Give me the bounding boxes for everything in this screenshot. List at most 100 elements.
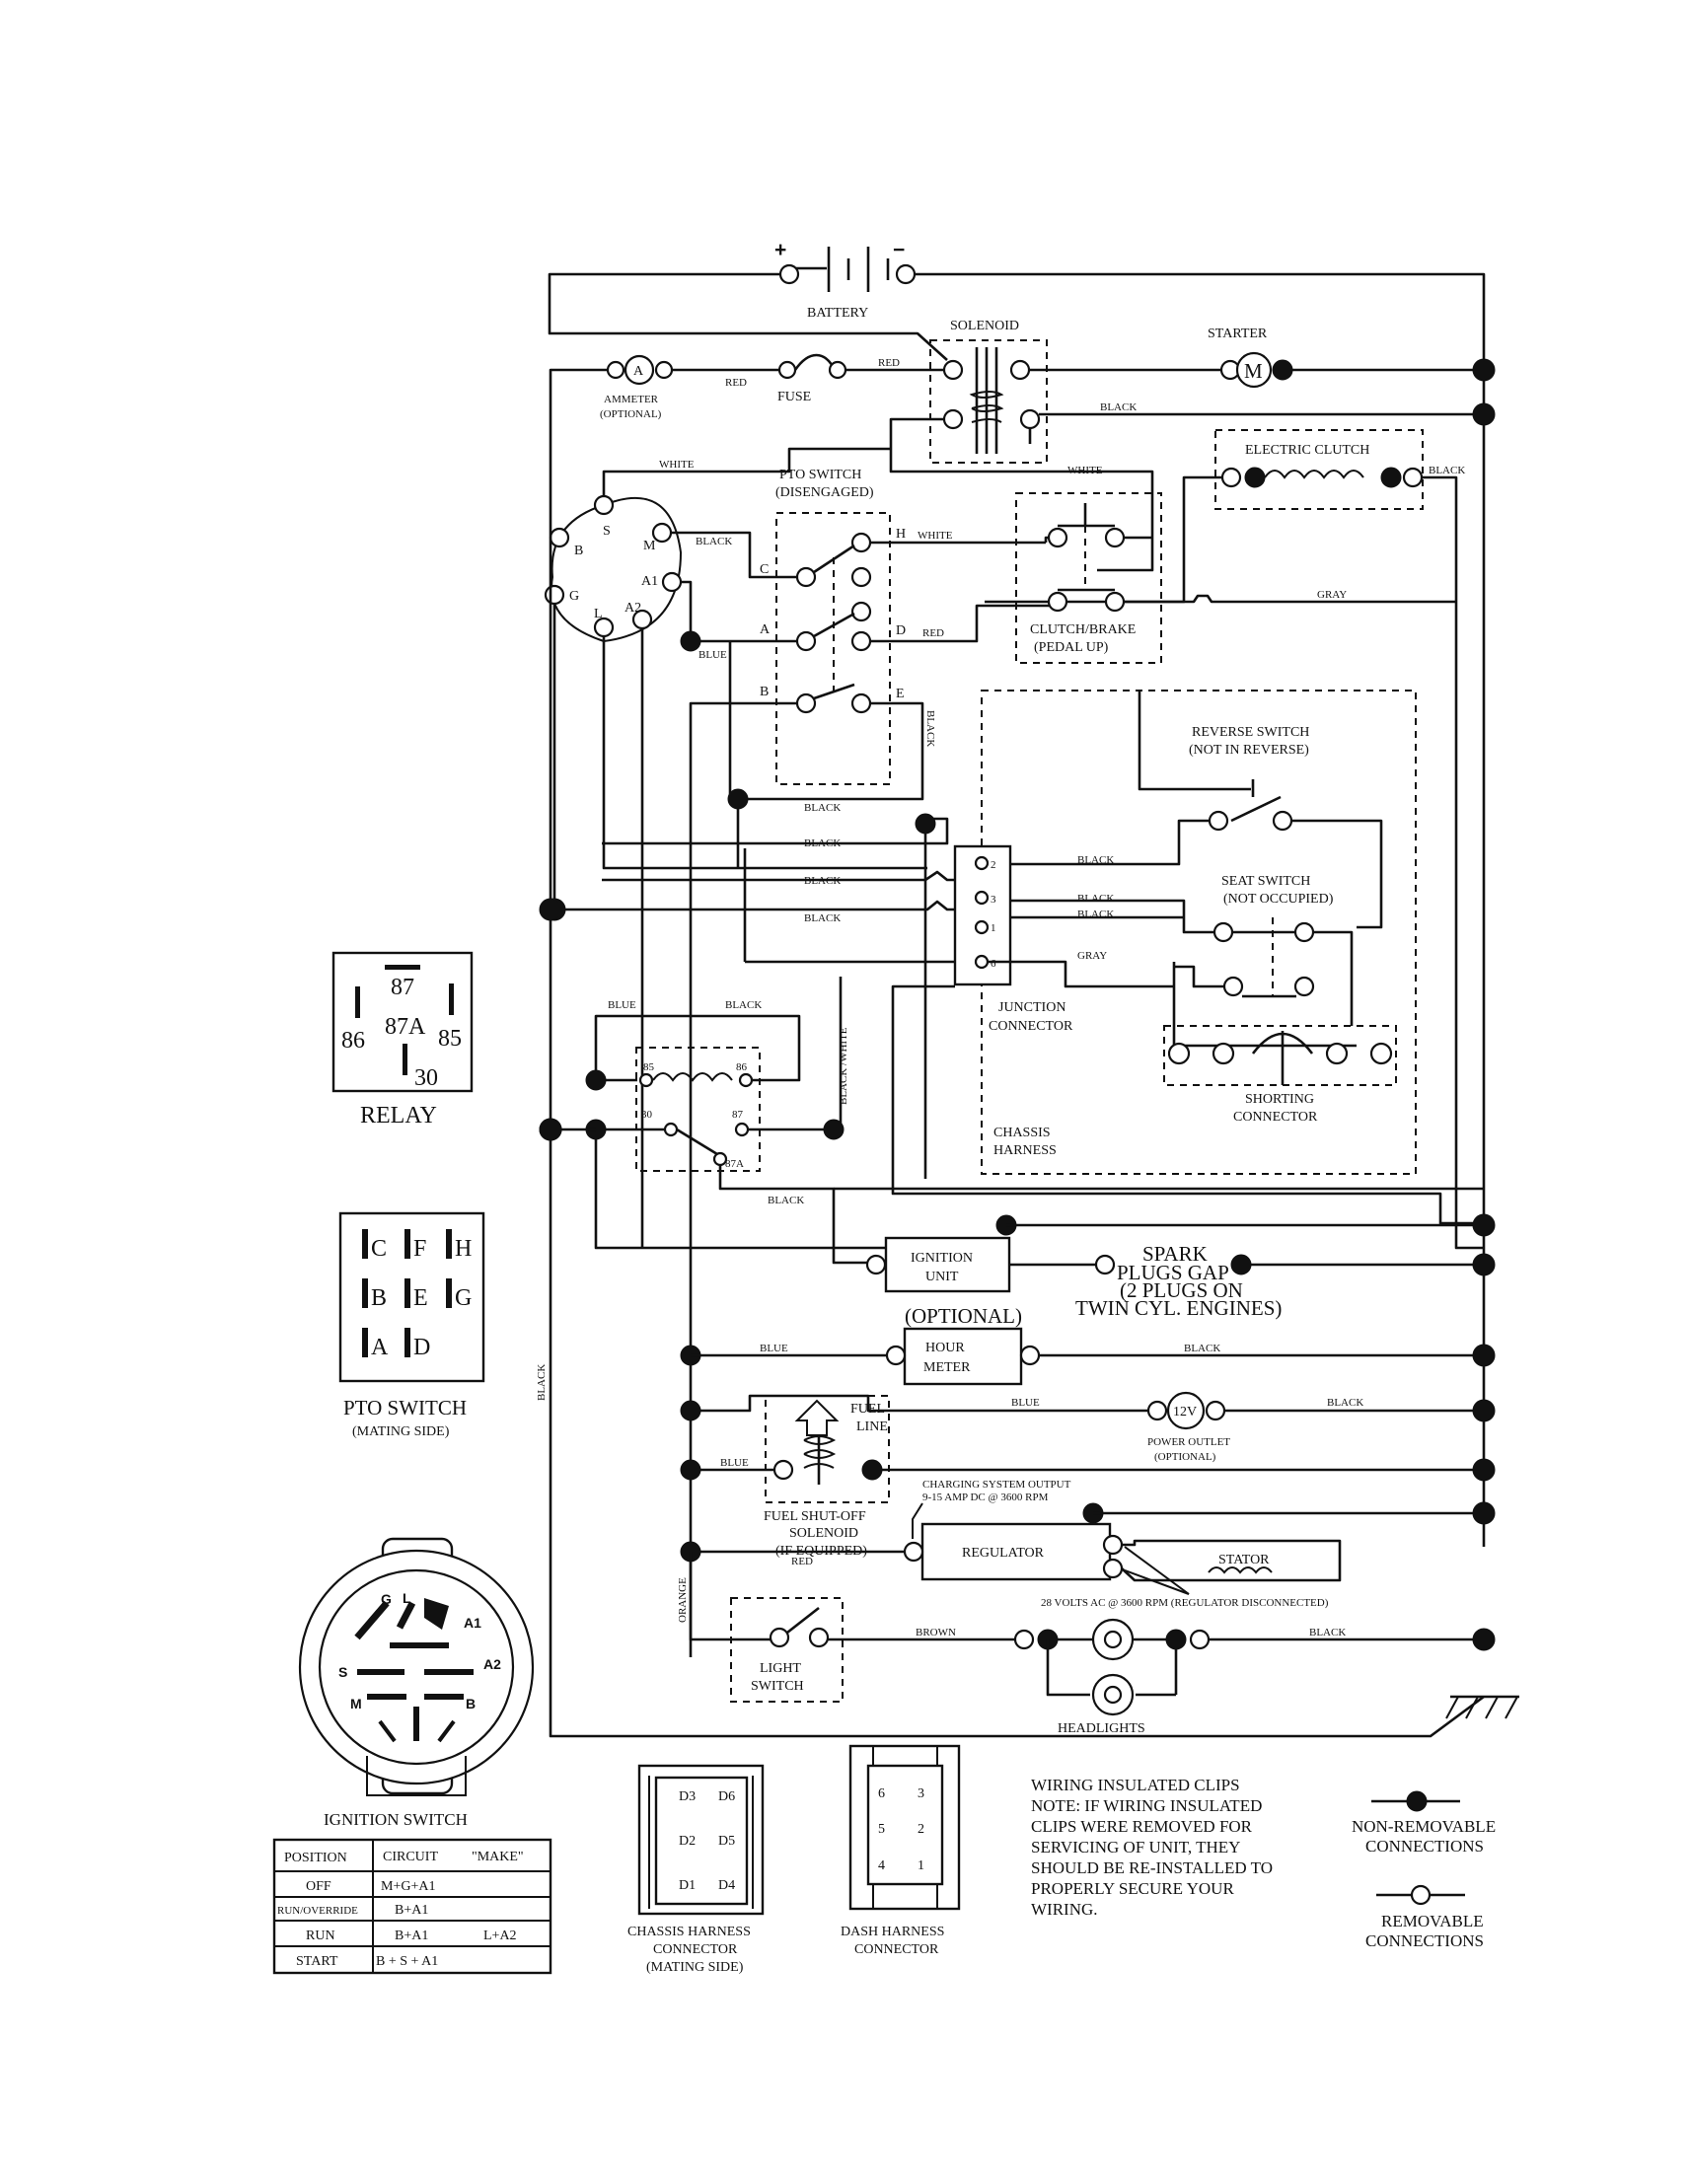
- seat-switch: SEAT SWITCH (NOT OCCUPIED): [1212, 874, 1334, 998]
- chassis-harness-label-2: HARNESS: [993, 1143, 1057, 1158]
- pto-mating-legend: C F H B E G A D PTO SWITCH (MATING SIDE): [338, 1211, 485, 1439]
- wire-blue-relay: BLUE: [608, 999, 636, 1011]
- wire-black-hour: BLACK: [1184, 1343, 1220, 1354]
- wire-white-clutch: WHITE: [1067, 465, 1103, 476]
- wire-white-ign: WHITE: [659, 459, 695, 471]
- regulator: REGULATOR: [903, 1502, 1124, 1581]
- dash-conn-label-2: CONNECTOR: [854, 1942, 939, 1957]
- light-switch-label-2: SWITCH: [751, 1679, 804, 1694]
- ign-face-s: S: [338, 1664, 347, 1680]
- ign-table-r0-pos: OFF: [306, 1879, 331, 1894]
- ignition-unit-label-2: UNIT: [925, 1270, 959, 1284]
- junction-connector: 2 3 1 6 JUNCTION CONNECTOR: [953, 844, 1073, 1034]
- ign-pin-l: L: [594, 607, 603, 621]
- relay-legend-title: RELAY: [360, 1103, 437, 1128]
- note-line-1: WIRING INSULATED CLIPS: [1031, 1776, 1240, 1794]
- ignition-unit-label-1: IGNITION: [911, 1251, 973, 1266]
- wire-black-seat1: BLACK: [1077, 893, 1114, 905]
- clutch-brake-state: (PEDAL UP): [1034, 640, 1109, 655]
- shorting-connector-label-1: SHORTING: [1245, 1092, 1314, 1107]
- seat-switch-state: (NOT OCCUPIED): [1223, 892, 1334, 907]
- starter: STARTER M: [1208, 327, 1293, 389]
- pto-mating-title: PTO SWITCH: [343, 1396, 467, 1420]
- relay-legend-87: 87: [391, 975, 414, 1000]
- chassis-conn-label-3: (MATING SIDE): [646, 1960, 744, 1975]
- pto-switch: PTO SWITCH (DISENGAGED) C H A D B E: [760, 468, 906, 785]
- pto-pin-d: D: [896, 623, 906, 638]
- chassis-conn-d4: D4: [718, 1878, 735, 1893]
- light-switch-label-1: LIGHT: [760, 1661, 801, 1676]
- fuel-line-label-2: LINE: [856, 1420, 888, 1434]
- chassis-harness-connector: D3 D6 D2 D5 D1 D4 CHASSIS HARNESS CONNEC…: [627, 1764, 765, 1975]
- battery-label: BATTERY: [807, 306, 868, 321]
- wire-black-h3: BLACK: [804, 912, 841, 924]
- headlights: HEADLIGHTS: [1013, 1618, 1211, 1736]
- relay-circuit: 85 86 30 87 87A: [635, 1047, 761, 1172]
- battery-plus: +: [774, 239, 786, 261]
- pto-switch-state: (DISENGAGED): [775, 485, 874, 500]
- ign-table-r0-circ: M+G+A1: [381, 1879, 435, 1894]
- power-outlet: 12V POWER OUTLET (OPTIONAL): [1146, 1391, 1230, 1463]
- wire-black-h1: BLACK: [804, 837, 841, 849]
- junction-label-1: JUNCTION: [998, 1000, 1065, 1015]
- stator: STATOR 28 VOLTS AC @ 3600 RPM (REGULATOR…: [1041, 1539, 1342, 1609]
- legend-removable-2: CONNECTIONS: [1365, 1931, 1484, 1950]
- ground-icon: [1445, 1695, 1519, 1719]
- wiring-note: WIRING INSULATED CLIPS NOTE: IF WIRING I…: [1031, 1776, 1273, 1919]
- spark-plugs-label-4: TWIN CYL. ENGINES): [1075, 1296, 1282, 1320]
- chassis-conn-label-1: CHASSIS HARNESS: [627, 1925, 751, 1939]
- ignition-switch-title: IGNITION SWITCH: [324, 1810, 468, 1829]
- relay-pin-87: 87: [732, 1109, 744, 1121]
- regulator-label: REGULATOR: [962, 1546, 1045, 1561]
- chassis-conn-d1: D1: [679, 1878, 696, 1893]
- chassis-conn-d5: D5: [718, 1834, 735, 1849]
- wire-blue-fuel: BLUE: [720, 1457, 749, 1469]
- note-line-6: PROPERLY SECURE YOUR: [1031, 1879, 1234, 1898]
- shorting-connector-label-2: CONNECTOR: [1233, 1110, 1318, 1125]
- starter-symbol: M: [1244, 359, 1263, 383]
- ign-table-h-circuit: CIRCUIT: [383, 1850, 438, 1864]
- wire-black-h2: BLACK: [804, 875, 841, 887]
- ign-table-r3-pos: START: [296, 1954, 338, 1969]
- battery: + − BATTERY: [774, 239, 917, 321]
- dash-conn-2: 2: [918, 1822, 924, 1837]
- relay-legend-85: 85: [438, 1026, 462, 1052]
- ign-face-a2: A2: [483, 1656, 501, 1672]
- hour-meter-label-1: HOUR: [925, 1341, 965, 1355]
- wire-brown: BROWN: [916, 1627, 956, 1638]
- junction-pin-2: 2: [991, 859, 996, 871]
- dash-conn-4: 4: [878, 1858, 885, 1873]
- charging-output: CHARGING SYSTEM OUTPUT 9-15 AMP DC @ 360…: [912, 1479, 1071, 1539]
- wire-black-seat2: BLACK: [1077, 909, 1114, 920]
- pto-mating-d: D: [413, 1335, 430, 1360]
- dash-conn-3: 3: [918, 1786, 924, 1801]
- pto-mating-h: H: [455, 1236, 472, 1262]
- pto-mating-e: E: [413, 1285, 428, 1311]
- ign-pin-a1: A1: [641, 574, 658, 589]
- note-line-4: SERVICING OF UNIT, THEY: [1031, 1838, 1240, 1856]
- relay-pin-87a: 87A: [725, 1158, 744, 1170]
- dash-harness-connector: 6 3 5 2 4 1 DASH HARNESS CONNECTOR: [841, 1744, 961, 1957]
- note-line-2: NOTE: IF WIRING INSULATED: [1031, 1796, 1262, 1815]
- hour-meter: (OPTIONAL) HOUR METER: [885, 1304, 1041, 1386]
- ignition-unit: IGNITION UNIT: [865, 1214, 1017, 1293]
- ign-face-g: G: [381, 1591, 392, 1607]
- spark-plugs-label-3: (2 PLUGS ON: [1120, 1278, 1243, 1302]
- relay-pin-85: 85: [643, 1061, 655, 1073]
- pto-pin-h: H: [896, 527, 906, 542]
- pto-pin-a: A: [760, 622, 771, 637]
- ign-table-h-make: "MAKE": [472, 1850, 524, 1864]
- wire-orange: ORANGE: [677, 1577, 689, 1623]
- stator-label: STATOR: [1218, 1553, 1270, 1567]
- wire-blue-outlet: BLUE: [1011, 1397, 1040, 1409]
- pto-pin-b: B: [760, 685, 769, 699]
- relay-legend-30: 30: [414, 1065, 438, 1091]
- pto-mating-a: A: [371, 1335, 389, 1360]
- ign-table-r1-circ: B+A1: [395, 1903, 428, 1918]
- wire-black-outlet: BLACK: [1327, 1397, 1363, 1409]
- pto-mating-f: F: [413, 1236, 426, 1262]
- wire-blue-a1: BLUE: [698, 649, 727, 661]
- headlights-label: HEADLIGHTS: [1058, 1721, 1145, 1736]
- ign-pin-a2: A2: [625, 601, 641, 616]
